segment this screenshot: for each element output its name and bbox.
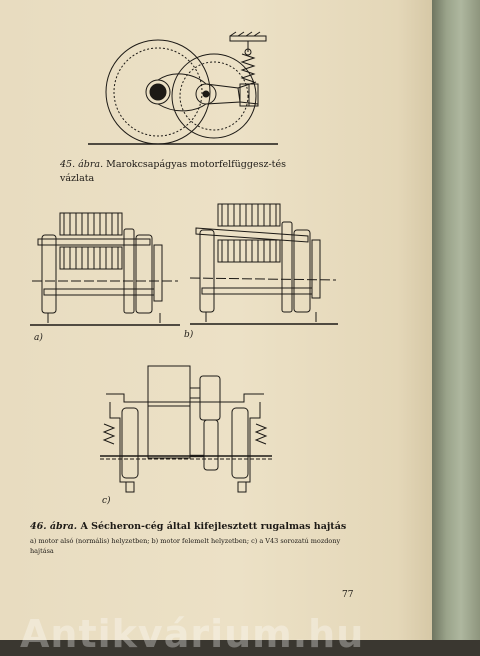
figure-45-number: 45. bbox=[60, 159, 76, 170]
figure-46b-diagram bbox=[190, 200, 338, 330]
figure-46a-label: a) bbox=[34, 333, 43, 343]
figure-46-subcaption: a) motor alsó (normális) helyzetben; b) … bbox=[30, 537, 341, 555]
figure-45-caption-text: Marokcsapágyas motorfelfüggesz-tés vázla… bbox=[60, 159, 286, 184]
figure-46b-label: b) bbox=[184, 330, 194, 340]
figure-46-caption: 46. ábra. A Sécheron-cég által kifejlesz… bbox=[30, 520, 350, 533]
figure-46a-diagram bbox=[30, 205, 180, 330]
figure-46-number: 46. bbox=[30, 521, 47, 532]
watermark: Antikvárium.hu bbox=[20, 612, 365, 656]
figure-46-label-word: ábra. bbox=[49, 521, 78, 532]
figure-46-caption-text: A Sécheron-cég által kifejlesztett rugal… bbox=[80, 521, 347, 532]
book-page bbox=[0, 0, 432, 640]
book-cover-edge bbox=[432, 0, 480, 640]
figure-45-caption: 45. ábra. Marokcsapágyas motorfelfüggesz… bbox=[60, 158, 310, 186]
figure-46c-label: c) bbox=[102, 496, 111, 506]
figure-45-label-word: ábra. bbox=[78, 159, 104, 170]
figure-45-diagram bbox=[88, 24, 278, 146]
page-number: 77 bbox=[342, 590, 354, 600]
figure-46c-diagram bbox=[100, 362, 272, 502]
